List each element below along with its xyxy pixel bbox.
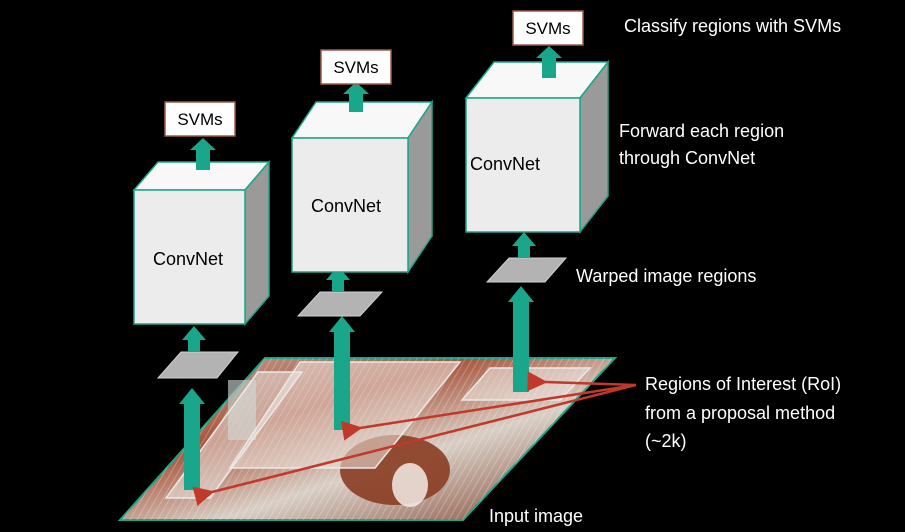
annotation-classify: Classify regions with SVMs (624, 16, 841, 36)
roi-pointer-arrows (192, 371, 637, 506)
convnet-label: ConvNet (153, 249, 223, 269)
convnet-label: ConvNet (470, 154, 540, 174)
region-to-warp-arrows (179, 286, 534, 490)
svm-box-1: SVMs (164, 101, 236, 137)
svm-label: SVMs (333, 58, 378, 77)
annotation-forward-line2: through ConvNet (619, 148, 755, 168)
convnet-box-3: ConvNet (464, 59, 610, 235)
convnet-box-1: ConvNet (132, 159, 271, 327)
svm-label: SVMs (177, 110, 222, 129)
warped-patches (156, 257, 568, 379)
annotation-roi-line3: (~2k) (645, 431, 687, 451)
svm-box-3: SVMs (512, 10, 584, 46)
annotation-roi-line2: from a proposal method (645, 403, 835, 423)
convnet-to-svm-arrows (190, 46, 562, 170)
svm-box-2: SVMs (320, 49, 392, 85)
annotation-warped: Warped image regions (576, 266, 756, 286)
annotation-forward-line1: Forward each region (619, 121, 784, 141)
convnet-label: ConvNet (311, 196, 381, 216)
warp-to-convnet-arrows (182, 232, 536, 352)
annotation-roi-line1: Regions of Interest (RoI) (645, 374, 841, 394)
convnet-box-2: ConvNet (290, 99, 434, 275)
annotation-input: Input image (489, 506, 583, 526)
svm-label: SVMs (525, 19, 570, 38)
